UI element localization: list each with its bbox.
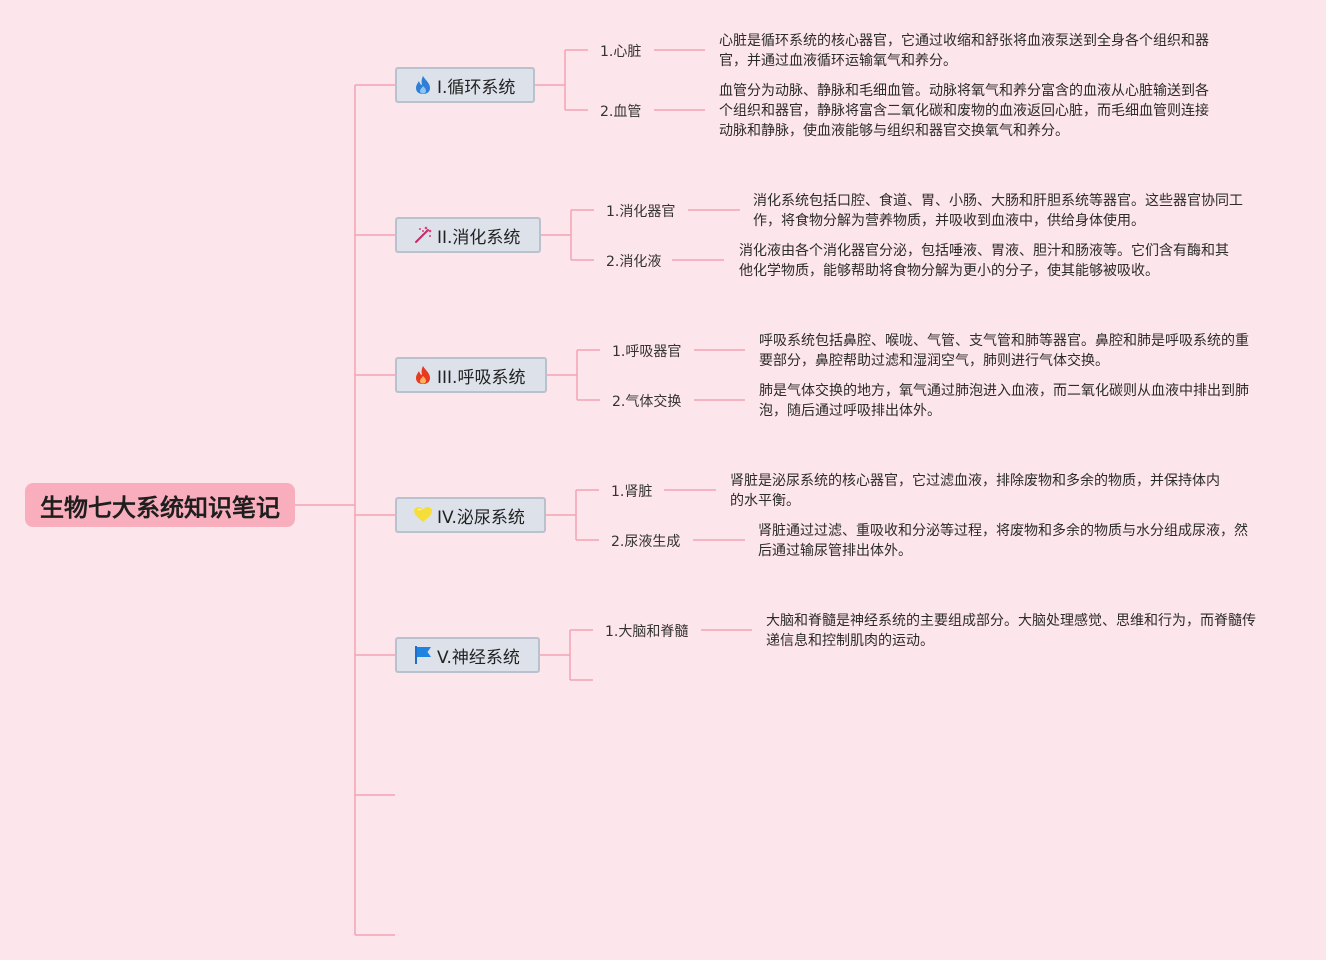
desc-gas-exchange: 肺是气体交换的地方，氧气通过肺泡进入血液，而二氧化碳则从血液中排出到肺泡，随后通…	[759, 383, 1249, 419]
subtopic-kidney[interactable]: 1.肾脏	[611, 484, 653, 500]
root-title: 生物七大系统知识笔记	[40, 493, 280, 522]
desc-kidney: 肾脏是泌尿系统的核心器官，它过滤血液，排除废物和多余的物质，并保持体内的水平衡。	[730, 473, 1220, 509]
subtopic-vessels[interactable]: 2.血管	[600, 104, 642, 120]
subtopic-gas-exchange[interactable]: 2.气体交换	[612, 394, 682, 410]
heart-yellow-icon	[413, 505, 433, 525]
desc-urine-formation: 肾脏通过过滤、重吸收和分泌等过程，将废物和多余的物质与水分组成尿液，然后通过输尿…	[758, 523, 1248, 559]
root-node[interactable]: 生物七大系统知识笔记	[25, 483, 295, 527]
subtopic-urine-formation[interactable]: 2.尿液生成	[611, 534, 681, 550]
fire-blue-icon	[413, 75, 433, 95]
topic-label: III.呼吸系统	[437, 367, 526, 388]
subtopic-digestive-juice[interactable]: 2.消化液	[606, 254, 662, 270]
topic-nervous[interactable]: V.神经系统	[395, 637, 540, 673]
fire-red-icon	[413, 365, 433, 385]
desc-heart: 心脏是循环系统的核心器官，它通过收缩和舒张将血液泵送到全身各个组织和器官，并通过…	[719, 33, 1209, 69]
topic-label: IV.泌尿系统	[437, 507, 525, 528]
desc-digestive-organs: 消化系统包括口腔、食道、胃、小肠、大肠和肝胆系统等器官。这些器官协同工作，将食物…	[753, 193, 1243, 229]
topic-circulatory[interactable]: I.循环系统	[395, 67, 535, 103]
desc-digestive-juice: 消化液由各个消化器官分泌，包括唾液、胃液、胆汁和肠液等。它们含有酶和其他化学物质…	[739, 243, 1229, 279]
desc-respiratory-organs: 呼吸系统包括鼻腔、喉咙、气管、支气管和肺等器官。鼻腔和肺是呼吸系统的重要部分，鼻…	[759, 333, 1249, 369]
topic-digestive[interactable]: II.消化系统	[395, 217, 541, 253]
subtopic-brain-spinal-cord[interactable]: 1.大脑和脊髓	[605, 624, 689, 640]
flag-blue-icon	[413, 645, 433, 665]
subtopic-heart[interactable]: 1.心脏	[600, 44, 642, 60]
desc-vessels: 血管分为动脉、静脉和毛细血管。动脉将氧气和养分富含的血液从心脏输送到各个组织和器…	[719, 83, 1209, 139]
topic-label: II.消化系统	[437, 227, 521, 248]
subtopic-digestive-organs[interactable]: 1.消化器官	[606, 204, 676, 220]
topic-urinary[interactable]: IV.泌尿系统	[395, 497, 546, 533]
topic-label: V.神经系统	[437, 647, 520, 668]
topic-respiratory[interactable]: III.呼吸系统	[395, 357, 547, 393]
subtopic-respiratory-organs[interactable]: 1.呼吸器官	[612, 344, 682, 360]
desc-brain-spinal-cord: 大脑和脊髓是神经系统的主要组成部分。大脑处理感觉、思维和行为，而脊髓传递信息和控…	[766, 613, 1256, 649]
topic-label: I.循环系统	[437, 77, 516, 98]
sparkle-icon	[413, 225, 433, 245]
